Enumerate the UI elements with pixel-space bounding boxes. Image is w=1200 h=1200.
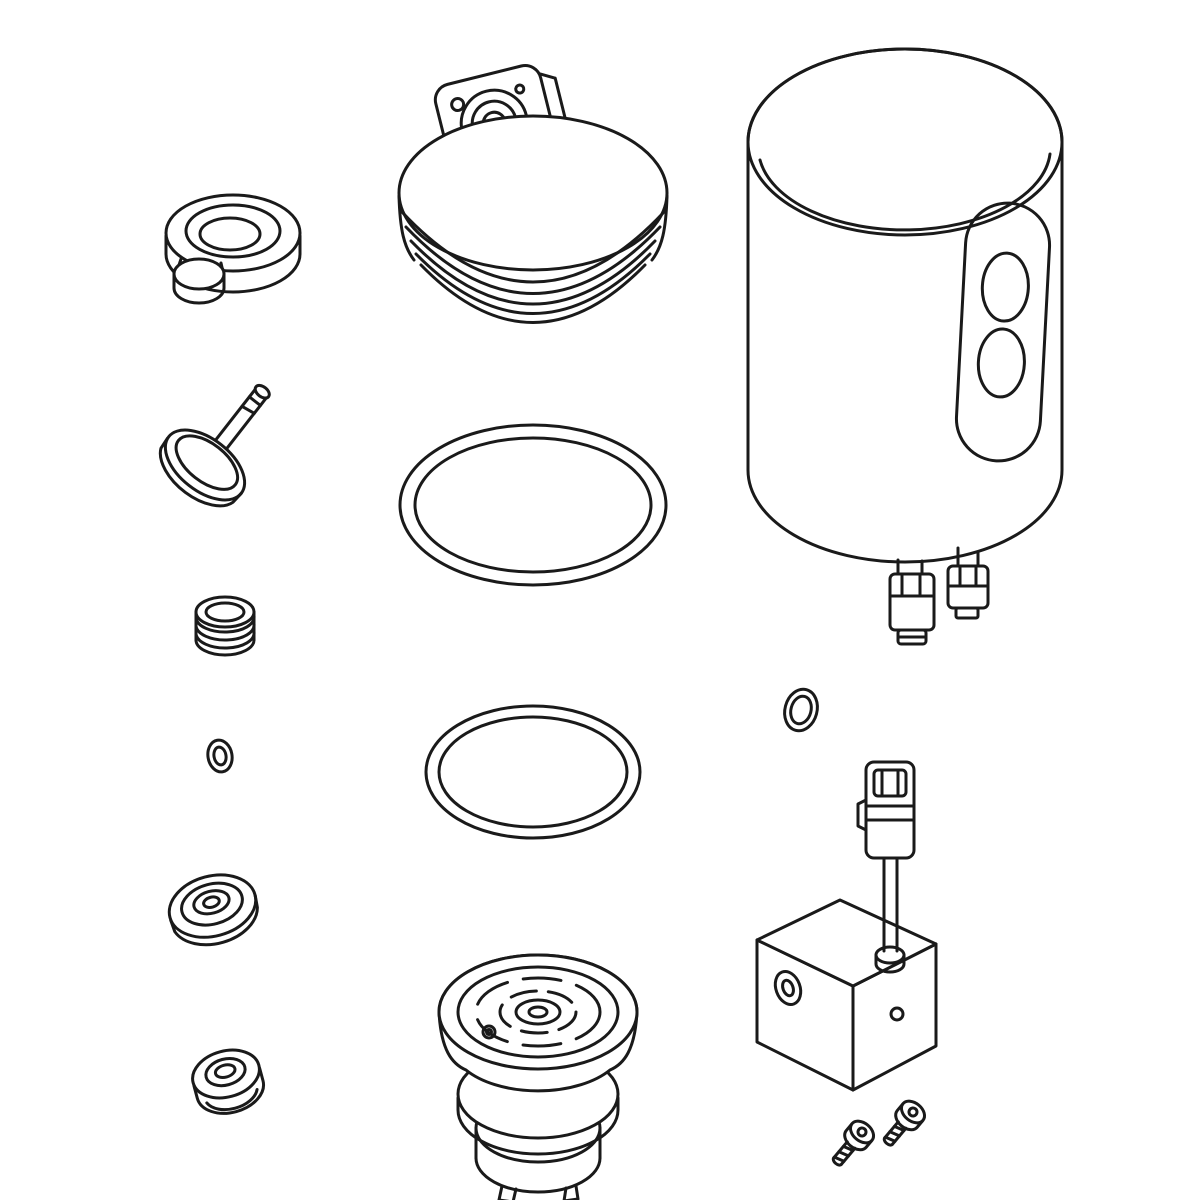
part-screw-left <box>831 1119 876 1167</box>
part-cap-plug <box>164 193 302 305</box>
part-piston-valve <box>437 953 639 1200</box>
part-spring-insert <box>194 595 256 657</box>
part-o-ring-small-left <box>206 738 234 774</box>
wire-connector-right <box>946 546 990 620</box>
part-grommet-lower <box>191 1048 265 1115</box>
wire-connector-left <box>888 558 936 646</box>
oval-cutout-panel <box>954 201 1052 463</box>
part-battery-housing <box>746 47 1064 646</box>
part-grommet-upper <box>167 873 259 947</box>
part-o-ring-small-right <box>783 687 819 733</box>
part-solenoid-assembly <box>755 760 938 1092</box>
part-o-ring-medium <box>424 704 642 840</box>
valve-grill-dome <box>437 953 639 1093</box>
part-screw-right <box>882 1099 927 1147</box>
part-cover-cap <box>397 64 669 324</box>
part-o-ring-large <box>398 423 668 587</box>
solenoid-body-box <box>755 898 938 1092</box>
solenoid-connector-plug <box>856 760 916 860</box>
solenoid-plunger-rod <box>874 856 906 974</box>
part-thumbscrew <box>158 383 271 508</box>
